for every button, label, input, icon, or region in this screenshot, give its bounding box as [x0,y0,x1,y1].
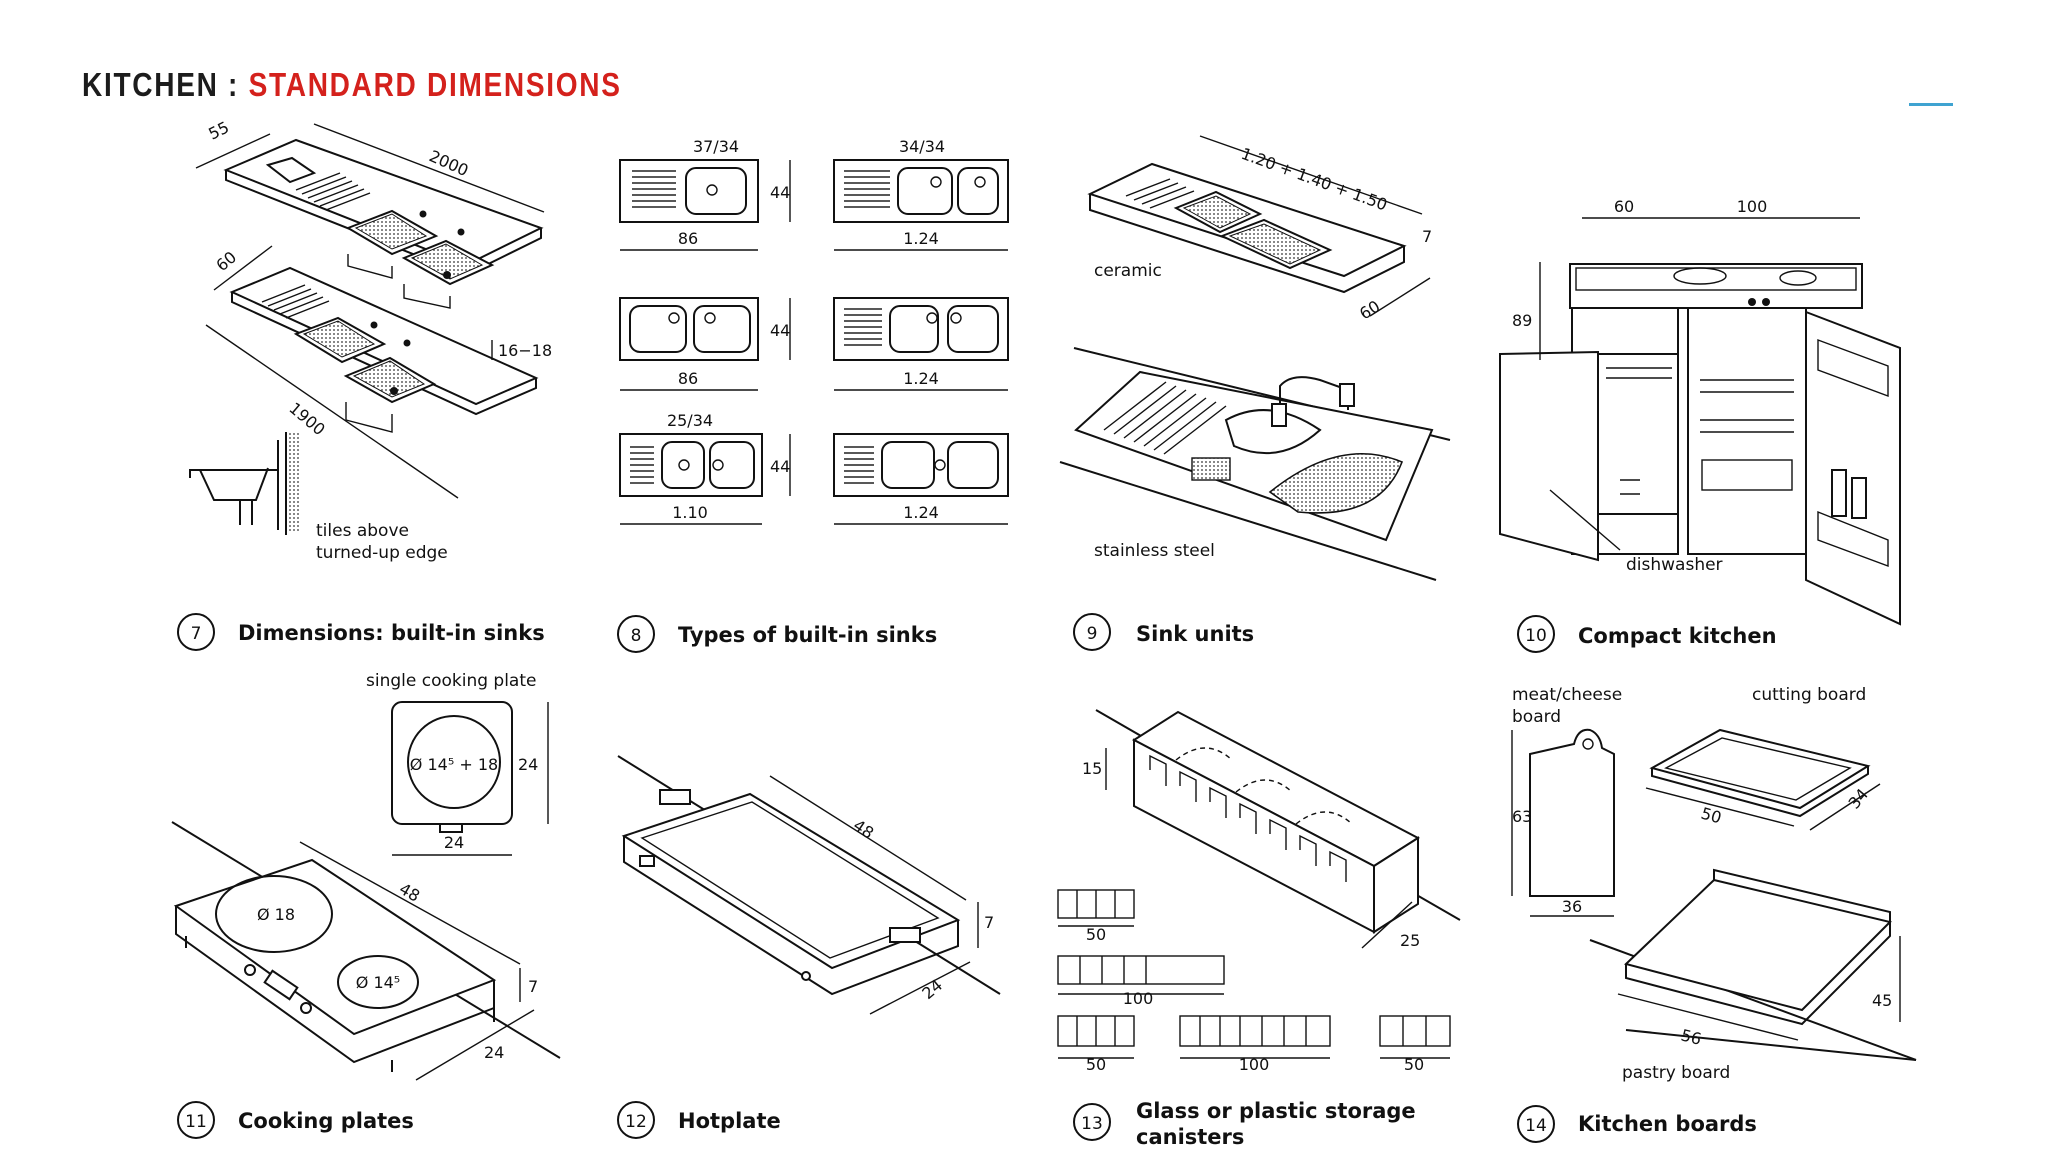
dim-50-canister-c: 50 [1404,1055,1424,1074]
figure-10-compact-kitchen: 60 100 89 dishwasher 10 Compact kitchen [1499,197,1901,653]
figure-8-number: 8 [631,626,642,646]
figure-14-caption: Kitchen boards [1578,1112,1757,1136]
dim-7-plates: 7 [528,977,538,996]
sink-type-5 [619,433,763,497]
sink-type-4 [833,297,1009,361]
dim-diameter-14: Ø 14⁵ [356,973,400,992]
figure-13-caption-line2: canisters [1136,1125,1244,1149]
dim-16-18: 16−18 [498,341,552,360]
label-ceramic: ceramic [1094,261,1162,281]
canister-plan-views [1057,889,1451,1059]
dim-100-canister-b: 100 [1239,1055,1270,1074]
label-single-cooking-plate: single cooking plate [366,671,536,691]
dimension-lines-7 [195,123,545,499]
dim-86-a: 86 [678,229,698,248]
stainless-steel-sink-unit [1059,347,1451,581]
dim-50-board: 50 [1699,804,1724,828]
dim-plate-diameter: Ø 14⁵ + 18 [410,755,498,774]
figure-11-number: 11 [185,1112,207,1132]
sink-type-1 [619,159,759,223]
figure-7-number: 7 [191,624,202,644]
figure-13-storage-canisters: 15 25 50 100 50 100 50 13 Glass or plast… [1057,709,1461,1149]
figure-9-number: 9 [1087,624,1098,644]
dim-34-board: 34 [1845,785,1873,813]
figure-10-caption: Compact kitchen [1578,624,1777,648]
dim-44-b: 44 [770,321,790,340]
figure-7-built-in-sinks: 55 2000 60 16−18 1900 tiles above turned… [177,118,552,651]
dim-48-hotplate: 48 [850,816,878,843]
figure-11-cooking-plates: single cooking plate Ø 14⁵ + 18 24 24 48… [171,671,561,1139]
dim-24-plate-height: 24 [518,755,538,774]
dim-34-34: 34/34 [899,137,945,156]
figure-12-number: 12 [625,1112,647,1132]
label-meat-cheese: meat/cheese [1512,685,1622,705]
label-board: board [1512,707,1561,727]
dim-1-24-c: 1.24 [903,503,939,522]
figure-12-caption: Hotplate [678,1109,781,1133]
dim-25-34: 25/34 [667,411,713,430]
dim-15-canister: 15 [1082,759,1102,778]
dim-56: 56 [1679,1025,1703,1048]
dim-24-plates-depth: 24 [484,1043,504,1062]
dim-48-plates: 48 [396,879,423,906]
dim-100-canister-a: 100 [1123,989,1154,1008]
lower-sink-worktop [229,266,539,433]
dim-50-canister-a: 50 [1086,925,1106,944]
figure-14-number: 14 [1525,1116,1547,1136]
dim-44-c: 44 [770,457,790,476]
dim-100-compact: 100 [1737,197,1768,216]
wall-section-detail [189,432,300,535]
label-cutting-board: cutting board [1752,685,1866,705]
label-turned-up-edge: turned-up edge [316,543,448,563]
figure-9-sink-units: 1.20 + 1.40 + 1.50 7 ceramic 60 stainles… [1059,135,1451,651]
dim-7: 7 [1422,227,1432,246]
figure-11-caption: Cooking plates [238,1109,414,1133]
figure-8-caption: Types of built-in sinks [678,623,937,647]
label-pastry-board: pastry board [1622,1063,1730,1083]
dim-55: 55 [205,118,232,144]
dim-1-24-a: 1.24 [903,229,939,248]
sink-type-3 [619,297,759,361]
upper-sink-worktop [223,138,544,309]
dimension-lines-8 [620,160,1008,525]
dim-50-canister-b: 50 [1086,1055,1106,1074]
dim-36: 36 [1562,897,1582,916]
dim-7-hotplate: 7 [984,913,994,932]
figure-14-kitchen-boards: meat/cheese board cutting board 63 50 34… [1511,685,1917,1143]
dim-44-a: 44 [770,183,790,202]
dim-89: 89 [1512,311,1532,330]
dim-60: 60 [212,247,240,275]
label-tiles-above: tiles above [316,521,409,541]
page-title: KITCHEN : STANDARD DIMENSIONS [82,66,622,104]
dim-24-plate-width: 24 [444,833,464,852]
dim-63: 63 [1512,807,1532,826]
title-accent: STANDARD DIMENSIONS [248,66,622,103]
label-stainless-steel: stainless steel [1094,541,1215,561]
dim-60-compact: 60 [1614,197,1634,216]
dim-25-canister: 25 [1400,931,1420,950]
figure-13-number: 13 [1081,1114,1103,1134]
accent-line [1909,103,1953,106]
figure-7-caption: Dimensions: built-in sinks [238,621,545,645]
sink-type-2 [833,159,1009,223]
figure-8-sink-types: 37/34 34/34 44 44 44 86 1.24 86 1.24 25/… [617,137,1009,653]
dim-37-34: 37/34 [693,137,739,156]
figure-9-caption: Sink units [1136,622,1254,646]
dim-86-b: 86 [678,369,698,388]
figure-13-caption: Glass or plastic storage [1136,1099,1416,1123]
figure-12-hotplate: 48 7 24 12 Hotplate [617,755,1001,1139]
dim-1-24-b: 1.24 [903,369,939,388]
ceramic-sink-unit [1087,135,1431,317]
sink-type-6 [833,433,1009,497]
label-dishwasher: dishwasher [1626,555,1723,575]
dim-1-10: 1.10 [672,503,708,522]
dim-24-hotplate: 24 [918,975,946,1003]
dim-60-sink: 60 [1356,296,1383,323]
dim-45: 45 [1872,991,1892,1010]
title-prefix: KITCHEN : [82,66,249,103]
dim-diameter-18: Ø 18 [257,905,295,924]
figure-10-number: 10 [1525,626,1547,646]
